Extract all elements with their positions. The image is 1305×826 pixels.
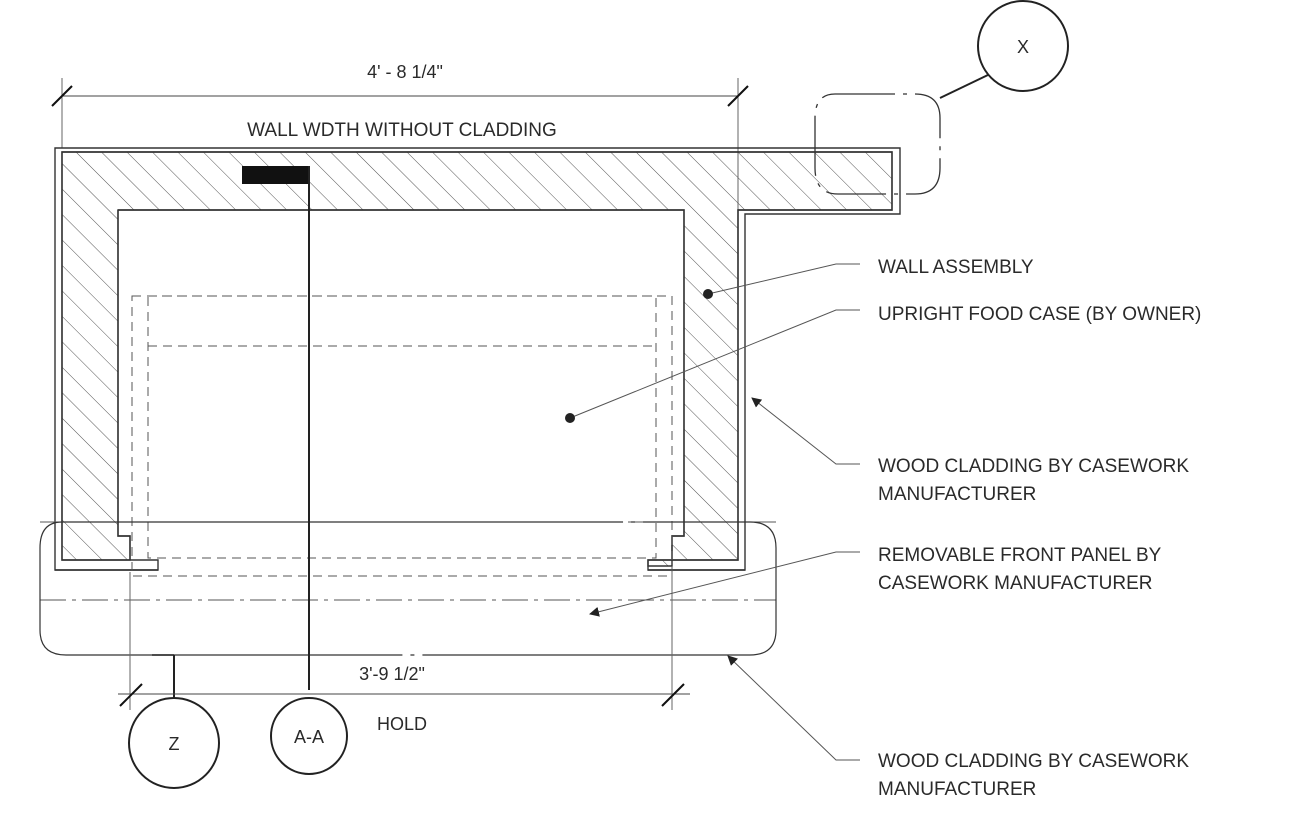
- outer-cladding-outline: [54, 147, 901, 571]
- food-case: [131, 295, 673, 577]
- inner-width-value: 3'-9 1/2": [359, 664, 425, 684]
- cladding-lower-label-line1: WOOD CLADDING BY CASEWORK: [878, 751, 1189, 772]
- detail-x-boundary: [814, 93, 941, 195]
- inner-tick-right: [661, 683, 685, 707]
- overall-tick-left: [51, 85, 73, 107]
- detail-x-tag-label: X: [1017, 37, 1029, 57]
- cladding-lower-leader: [727, 655, 860, 761]
- callout-labels: WALL ASSEMBLY UPRIGHT FOOD CASE (BY OWNE…: [878, 257, 1201, 800]
- food-case-label: UPRIGHT FOOD CASE (BY OWNER): [878, 304, 1201, 325]
- detail-x-leader: [939, 73, 991, 99]
- food-case-dot: [565, 413, 575, 423]
- front-panel-label-line2: CASEWORK MANUFACTURER: [878, 573, 1152, 594]
- overall-width-value: 4' - 8 1/4": [367, 62, 443, 82]
- detail-z-tag-circle: [128, 697, 220, 789]
- food-case-inner: [147, 295, 657, 559]
- hold-note: HOLD: [377, 714, 427, 734]
- front-panel-detail-boundary: [39, 521, 777, 656]
- food-case-outer: [131, 295, 673, 577]
- detail-z-tag-label: Z: [169, 734, 180, 754]
- wall-assembly: [54, 147, 901, 571]
- case-cavity-outline: [117, 209, 685, 560]
- front-panel-leader: [589, 551, 860, 617]
- section-aa: A-A: [270, 166, 348, 775]
- inner-dimension: 3'-9 1/2" HOLD: [118, 572, 690, 734]
- detail-x-callout: X: [814, 0, 1069, 195]
- cladding-upper-label-line1: WOOD CLADDING BY CASEWORK: [878, 456, 1189, 477]
- callout-leaders: [565, 263, 860, 761]
- wall-assembly-label: WALL ASSEMBLY: [878, 257, 1034, 278]
- food-case-leader: [569, 309, 860, 419]
- cladding-lower-label-line2: MANUFACTURER: [878, 779, 1036, 800]
- detail-x-tag-circle: [977, 0, 1069, 92]
- detail-z: Z: [128, 654, 220, 789]
- section-aa-tag-circle: [270, 697, 348, 775]
- inner-tick-left: [119, 683, 143, 707]
- blocking-element: [242, 166, 310, 184]
- section-aa-tag-label: A-A: [294, 727, 324, 747]
- overall-tick-right: [727, 85, 749, 107]
- wall-assembly-dot: [703, 289, 713, 299]
- cladding-upper-leader: [751, 397, 860, 465]
- wall-assembly-leader: [707, 263, 860, 295]
- cladding-upper-label-line2: MANUFACTURER: [878, 484, 1036, 505]
- overall-dimension: 4' - 8 1/4" WALL WDTH WITHOUT CLADDING: [51, 62, 749, 210]
- front-panel-label-line1: REMOVABLE FRONT PANEL BY: [878, 545, 1162, 566]
- overall-width-caption: WALL WDTH WITHOUT CLADDING: [247, 120, 557, 141]
